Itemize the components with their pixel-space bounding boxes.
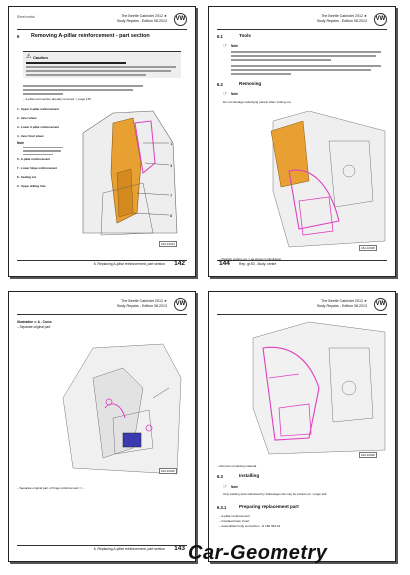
- info-hand-icon: ☞: [223, 91, 228, 97]
- svg-text:7: 7: [170, 193, 173, 198]
- section-title: Preparing replacement part: [239, 504, 299, 509]
- page-number: 144: [219, 260, 230, 267]
- cutting-diagram: [270, 111, 386, 248]
- header-title-line1: The Beetle Cabriolet 2012 ➤: [321, 14, 367, 18]
- legend-note: Note: [17, 141, 25, 145]
- hinge-diagram: [62, 343, 182, 475]
- header-title-line1: The Beetle Cabriolet 2012 ➤: [121, 14, 167, 18]
- section-number: 6.1: [217, 34, 223, 39]
- figure-id: A61-10030: [359, 452, 377, 458]
- page-number: 142: [174, 260, 185, 267]
- svg-text:3: 3: [170, 163, 173, 168]
- section-title: Installing: [239, 473, 260, 478]
- manual-page-144: The Beetle Cabriolet 2012 ➤ Body Repairs…: [208, 6, 396, 277]
- page-footer: 144 Rep. gr.53 - Body, centre: [217, 260, 387, 269]
- note-label: Note: [231, 44, 239, 48]
- step-text: – Remove remaining material.: [217, 464, 258, 468]
- header-title-line2: Body Repairs - Edition 08.2013: [117, 19, 167, 23]
- info-hand-icon: ☞: [223, 43, 228, 49]
- car-geometry-watermark: Car-Geometry: [188, 542, 328, 564]
- header-title-line1: The Beetle Cabriolet 2012 ➤: [121, 299, 167, 303]
- step-text: – Separate original part.: [17, 325, 52, 329]
- warning-triangle-icon: ⚠: [26, 54, 32, 60]
- legend-item: 1 - Upper A-pillar reinforcement: [17, 107, 59, 111]
- header-section: Sheet metal: [17, 15, 35, 19]
- section-number: 6.2: [217, 82, 223, 87]
- section-title: Tools: [239, 33, 251, 38]
- info-hand-icon: ☞: [223, 484, 228, 490]
- figure-id: A61-10028: [359, 245, 377, 251]
- page-number: 143: [174, 545, 185, 552]
- caution-label: Caution: [33, 55, 48, 60]
- section-number: 6.3: [217, 474, 223, 479]
- svg-text:8: 8: [170, 213, 173, 218]
- page-footer: 6. Replacing A-pillar reinforcement, par…: [17, 260, 187, 269]
- legend-item: 7 - Lower hinge reinforcement: [17, 166, 57, 171]
- list-item: – Assemblies body connection - D 180 400…: [219, 524, 281, 528]
- list-item: – A-pillar reinforcement: [219, 514, 250, 518]
- header-title-line2: Body Repairs - Edition 08.2013: [317, 304, 367, 308]
- manual-page-145: The Beetle Cabriolet 2012 ➤ Body Repairs…: [208, 291, 396, 562]
- note-text: Do not damage underlying panels when cut…: [223, 100, 292, 104]
- header-title-line1: The Beetle Cabriolet 2012 ➤: [321, 299, 367, 303]
- a-pillar-diagram: 1 3 7 8: [82, 110, 178, 236]
- legend-item: 6 - A-pillar reinforcement: [17, 157, 50, 162]
- figure-id: A61-10024: [159, 241, 177, 247]
- page-heading: Removing A-pillar reinforcement - part s…: [31, 33, 150, 39]
- vw-logo-icon: VW: [174, 13, 187, 26]
- figure-id: A61-10026: [159, 468, 177, 474]
- header-title-line2: Body Repairs - Edition 08.2013: [117, 304, 167, 308]
- svg-text:1: 1: [170, 141, 173, 146]
- note-text: Only welding work authorised by Volkswag…: [223, 492, 327, 496]
- page-header: The Beetle Cabriolet 2012 ➤ Body Repairs…: [217, 13, 387, 30]
- caution-box: ⚠ Caution: [23, 51, 181, 78]
- heading-number: 6: [17, 34, 20, 39]
- footer-text: Rep. gr.53 - Body, centre: [239, 262, 277, 266]
- legend-item: 2 - Inner wheel: [17, 116, 37, 120]
- parts-legend: 1 - Upper A-pillar reinforcement 2 - Inn…: [17, 105, 67, 191]
- vw-logo-icon: VW: [374, 298, 387, 311]
- installing-diagram: [252, 321, 386, 455]
- note-label: Note: [231, 485, 239, 489]
- page-header: The Beetle Cabriolet 2012 ➤ Body Repairs…: [217, 298, 387, 315]
- page-footer: 6. Replacing A-pillar reinforcement, par…: [17, 545, 187, 554]
- footer-text: 6. Replacing A-pillar reinforcement, par…: [93, 547, 165, 551]
- manual-page-143: The Beetle Cabriolet 2012 ➤ Body Repairs…: [8, 291, 196, 562]
- legend-item: 4 - Inner front wheel: [17, 134, 44, 138]
- vw-logo-icon: VW: [174, 298, 187, 311]
- footer-text: 6. Replacing A-pillar reinforcement, par…: [93, 262, 165, 266]
- closing-step: – Separate original part of hinge reinfo…: [17, 486, 86, 490]
- page-header: Sheet metal The Beetle Cabriolet 2012 ➤ …: [17, 13, 187, 30]
- note-label: Note: [231, 92, 239, 96]
- step-text: – Position cutting cut ⇒ as shown in ill…: [219, 257, 282, 261]
- step-title: Illustration ⇒ A - Cross: [17, 320, 52, 324]
- section-title: Removing: [239, 81, 262, 86]
- legend-item: 3 - Lower A-pillar reinforcement: [17, 125, 60, 129]
- legend-item: 8 - Sealing cut: [17, 175, 36, 180]
- section-number: 6.3.1: [217, 505, 227, 510]
- header-title-line2: Body Repairs - Edition 08.2013: [317, 19, 367, 23]
- vw-logo-icon: VW: [374, 13, 387, 26]
- step-text: – A-pillar part section already removed …: [23, 97, 91, 101]
- list-item: – Insulated foam insert: [219, 519, 250, 523]
- page-header: The Beetle Cabriolet 2012 ➤ Body Repairs…: [17, 298, 187, 315]
- manual-page-142: Sheet metal The Beetle Cabriolet 2012 ➤ …: [8, 6, 196, 277]
- legend-item: 9 - Upper drilling hole: [17, 184, 46, 189]
